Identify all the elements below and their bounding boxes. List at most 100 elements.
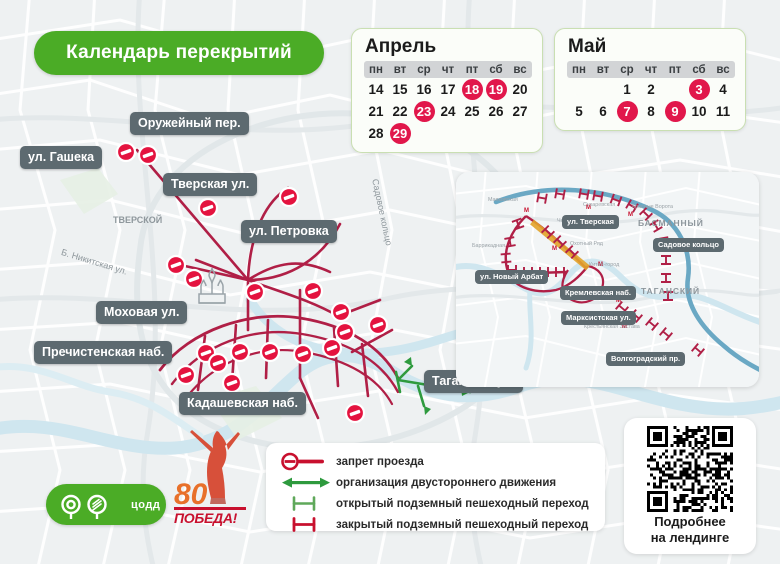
calendar-day-highlight[interactable]: 18	[461, 78, 483, 100]
calendar-week-row: 28 29	[364, 122, 532, 144]
cdd-logo-icon	[61, 494, 107, 519]
calendar-day-highlight[interactable]: 23	[413, 100, 435, 122]
calendar-day-highlight[interactable]: 7	[616, 100, 638, 122]
svg-text:M: M	[586, 205, 591, 211]
svg-text:M: M	[628, 212, 633, 218]
calendar-day-cell[interactable]: 4	[719, 81, 727, 97]
motherland-statue-icon	[190, 430, 240, 504]
calendar-day-cell[interactable]: 20	[512, 81, 528, 97]
inset-metro-krasnye-vorota: Красные Ворота	[632, 204, 674, 210]
weekday-thu: чт	[441, 63, 455, 76]
inset-label-sadovoe-koltso[interactable]: Садовое кольцо	[653, 238, 724, 252]
legend-item-underpass-open: открытый подземный пешеходный переход	[276, 493, 605, 514]
calendar-day-cell[interactable]: 14	[368, 81, 384, 97]
calendar-day-cell[interactable]: 6	[599, 103, 607, 119]
calendar-day-highlight[interactable]: 3	[688, 78, 710, 100]
calendar-empty-cell	[484, 122, 508, 144]
calendar-empty-cell	[591, 78, 615, 100]
calendar-day-cell[interactable]: 22	[392, 103, 408, 119]
map-label-petrovka[interactable]: ул. Петровка	[241, 220, 337, 243]
calendar-day-cell[interactable]: 27	[512, 103, 528, 119]
calendar-week-row: 21 22 23 24 25 26 27	[364, 100, 532, 122]
calendar-day-cell[interactable]: 3	[687, 78, 711, 100]
calendar-day-cell[interactable]: 5	[575, 103, 583, 119]
weekday-fri: пт	[465, 63, 479, 76]
svg-text:M: M	[552, 246, 557, 252]
weekday-mon: пн	[369, 63, 383, 76]
calendar-day-cell[interactable]: 8	[647, 103, 655, 119]
calendar-may-month: Май	[568, 36, 607, 57]
map-label-prechistenka[interactable]: Пречистенская наб.	[34, 341, 173, 364]
legend-label-no-entry: запрет проезда	[336, 455, 424, 468]
calendar-day-cell[interactable]: 25	[464, 103, 480, 119]
calendar-day-highlight[interactable]: 9	[664, 100, 686, 122]
calendar-day-cell[interactable]: 16	[416, 81, 432, 97]
map-label-gasheka[interactable]: ул. Гашека	[20, 146, 103, 169]
calendar-day-highlight[interactable]: 19	[485, 78, 507, 100]
inset-label-ul-tverskaya[interactable]: ул. Тверская	[562, 215, 620, 229]
qr-card[interactable]: Подробнее на лендинге	[624, 418, 756, 554]
map-label-orujeyny[interactable]: Оружейный пер.	[130, 112, 249, 135]
victory-number: 80	[174, 478, 208, 511]
calendar-day-cell[interactable]: 15	[392, 81, 408, 97]
qr-caption-line2: на лендинге	[650, 530, 730, 545]
weekday-fri: пт	[668, 63, 682, 76]
cdd-logo: цодд	[46, 484, 166, 525]
inset-label-ul-novy-arbat[interactable]: ул. Новый Арбат	[475, 270, 549, 284]
calendar-april-weekday-row: пн вт ср чт пт сб вс	[364, 61, 532, 78]
calendar-day-cell[interactable]: 23	[412, 100, 436, 122]
calendar-empty-cell	[412, 122, 436, 144]
cdd-logo-text: цодд	[131, 498, 161, 511]
calendar-day-cell[interactable]: 11	[715, 103, 731, 119]
no-entry-icon	[276, 451, 336, 472]
inset-map[interactable]: MMM MMM MMM БАСМАННЫЙ ТАГАНСКИЙ Маяковск…	[456, 172, 759, 387]
inset-label-volgogradsky-pr[interactable]: Волгоградский пр.	[606, 352, 686, 366]
calendar-day-cell[interactable]: 2	[647, 81, 655, 97]
calendar-empty-cell	[567, 78, 591, 100]
inset-district-tagansky: ТАГАНСКИЙ	[641, 286, 701, 296]
calendar-day-cell[interactable]: 17	[440, 81, 456, 97]
svg-text:M: M	[616, 298, 621, 304]
weekday-sun: вс	[716, 63, 730, 76]
calendar-day-cell[interactable]: 26	[488, 103, 504, 119]
page-title: Календарь перекрытий	[34, 31, 324, 75]
map-label-tverskaya[interactable]: Тверская ул.	[163, 173, 258, 196]
calendar-day-cell[interactable]: 28	[368, 125, 384, 141]
calendar-day-cell[interactable]: 9	[663, 100, 687, 122]
legend: запрет проезда организация двустороннего…	[266, 443, 605, 532]
calendar-empty-cell	[460, 122, 484, 144]
weekday-tue: вт	[596, 63, 610, 76]
inset-label-marksistskaya-ul[interactable]: Марксистская ул.	[561, 311, 636, 325]
calendar-day-cell[interactable]: 7	[615, 100, 639, 122]
victory-80-logo: 80 ПОБЕДА!	[174, 428, 252, 532]
calendar-day-cell[interactable]: 19	[484, 78, 508, 100]
calendar-day-cell[interactable]: 29	[388, 122, 412, 144]
map-text-tverskoy-district: ТВЕРСКОЙ	[113, 215, 163, 225]
weekday-sat: сб	[489, 63, 503, 76]
map-label-kadashevskaya[interactable]: Кадашевская наб.	[179, 392, 306, 415]
inset-label-kremlevskaya-nab[interactable]: Кремлевская наб.	[560, 286, 637, 300]
underpass-open-icon	[276, 493, 336, 514]
qr-caption-line1: Подробнее	[654, 514, 726, 529]
weekday-tue: вт	[393, 63, 407, 76]
map-label-mohovaya[interactable]: Моховая ул.	[96, 301, 188, 324]
calendar-day-cell[interactable]: 1	[623, 81, 631, 97]
calendar-day-cell[interactable]: 21	[368, 103, 384, 119]
legend-item-two-way: организация двустороннего движения	[276, 472, 605, 493]
calendar-day-cell[interactable]: 24	[440, 103, 456, 119]
weekday-sun: вс	[513, 63, 527, 76]
calendar-day-cell[interactable]: 10	[691, 103, 707, 119]
inset-district-basmanny: БАСМАННЫЙ	[638, 218, 704, 228]
calendar-day-cell[interactable]: 18	[460, 78, 484, 100]
calendar-day-highlight[interactable]: 29	[389, 122, 411, 144]
inset-metro-barrikadnaya: Баррикадная	[472, 243, 506, 249]
qr-code-icon[interactable]	[647, 426, 733, 512]
calendar-empty-cell	[508, 122, 532, 144]
